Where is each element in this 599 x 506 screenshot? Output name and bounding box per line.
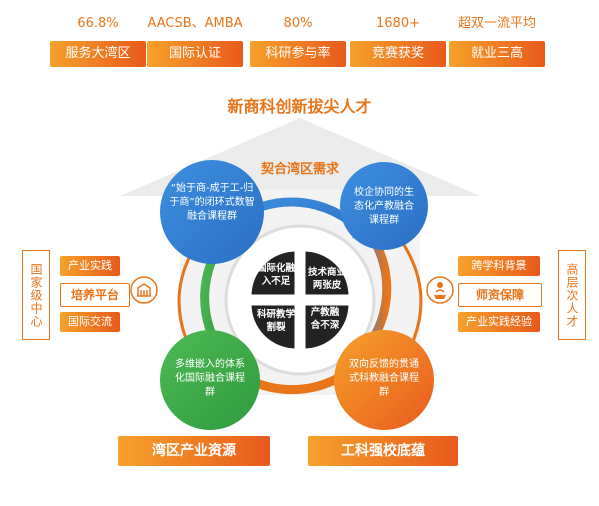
stat-research: 80% 科研参与率 [250, 14, 346, 67]
teacher-icon [426, 276, 454, 308]
stat-employment: 超双一流平均 就业三高 [449, 14, 545, 67]
stat-certification: AACSB、AMBA 国际认证 [147, 14, 243, 67]
circle-bottom-left [160, 330, 260, 430]
circle-text-bottom-left: 多维嵌入的体系化国际融合课程群 [175, 359, 245, 398]
petal-text-bl: 科研教学割裂 [257, 309, 296, 333]
right-vertical-label: 高层次人才 [558, 250, 586, 340]
right-tag-industry-exp: 产业实践经验 [458, 312, 540, 332]
stat-value: 超双一流平均 [457, 16, 536, 31]
stat-value: 66.8% [77, 16, 119, 31]
building-icon [130, 276, 158, 308]
bottom-bay-resources: 湾区产业资源 [118, 436, 270, 466]
petal-text-br: 产教融合不深 [310, 307, 340, 331]
stat-label: 竞赛获奖 [350, 41, 446, 67]
bottom-engineering-heritage: 工科强校底蕴 [308, 436, 458, 466]
left-tag-international: 国际交流 [60, 312, 120, 332]
right-tag-interdisciplinary: 跨学科背景 [458, 256, 540, 276]
circle-text-top-left: “始于商-成于工-归于商”的闭环式数智融合课程群 [169, 183, 255, 222]
stat-label: 就业三高 [449, 41, 545, 67]
stat-competition: 1680+ 竞赛获奖 [350, 14, 446, 67]
stat-service: 66.8% 服务大湾区 [50, 14, 146, 67]
petal-top-left [248, 248, 298, 298]
petal-text-tr: 技术商业两张皮 [307, 267, 346, 291]
stat-value: AACSB、AMBA [147, 16, 243, 31]
stat-value: 1680+ [376, 16, 420, 31]
circle-top-right [340, 162, 428, 250]
circle-text-top-right: 校企协同的生态化产教融合课程群 [354, 187, 414, 226]
stat-label: 科研参与率 [250, 41, 346, 67]
left-tag-industry: 产业实践 [60, 256, 120, 276]
diagram-title: 新商科创新拔尖人才 [227, 97, 372, 116]
stat-value: 80% [283, 16, 313, 31]
circle-top-left [160, 160, 264, 264]
circle-bottom-right [334, 330, 434, 430]
stat-label: 国际认证 [147, 41, 243, 67]
petal-top-right [302, 248, 352, 298]
left-vertical-label: 国家级中心 [22, 250, 50, 340]
petal-text-tl: 国际化融入不足 [257, 263, 296, 287]
roof-title: 契合湾区需求 [260, 162, 339, 177]
stat-label: 服务大湾区 [50, 41, 146, 67]
right-main-faculty: 师资保障 [458, 283, 542, 307]
circle-text-bottom-right: 双向反馈的贯通式科教融合课程群 [349, 359, 419, 398]
petal-bottom-left [248, 302, 298, 352]
left-main-platform: 培养平台 [60, 283, 130, 307]
petal-bottom-right [302, 302, 352, 352]
